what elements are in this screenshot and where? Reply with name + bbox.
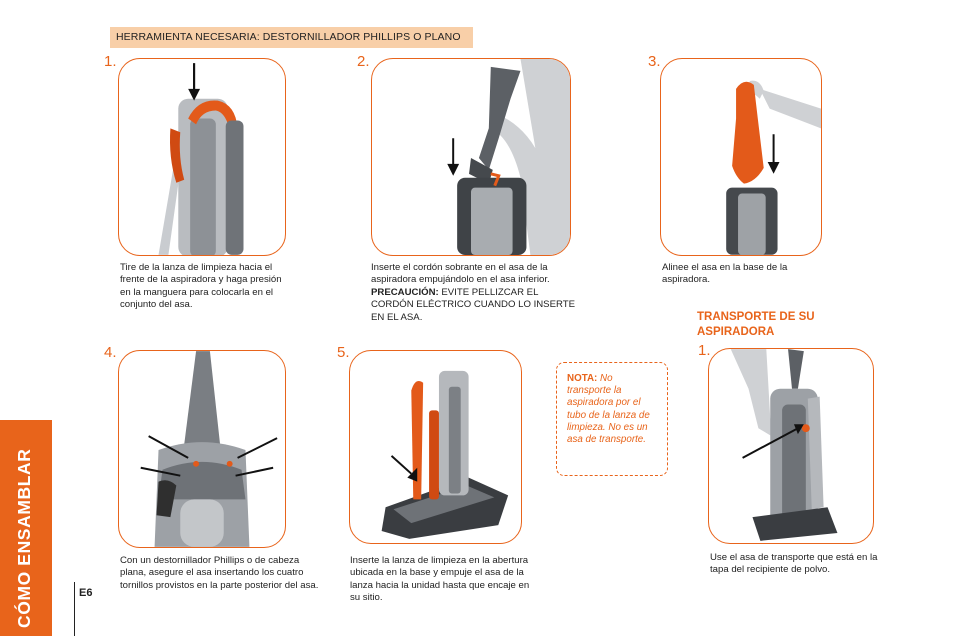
step-1-number: 1.: [104, 53, 117, 70]
step-4-caption: Con un destornillador Phillips o de cabe…: [120, 555, 319, 591]
page-number-divider: [74, 582, 75, 636]
step-1-illustration: [118, 58, 286, 256]
step-2-caution-label: PRECAUCIÓN:: [371, 286, 439, 298]
step-2-caption: Inserte el cordón sobrante en el asa de …: [371, 262, 581, 324]
transport-section-title: TRANSPORTE DE SU ASPIRADORA: [697, 311, 815, 338]
step-2-number: 2.: [357, 53, 370, 70]
step-2-caption-text: Inserte el cordón sobrante en el asa de …: [371, 262, 550, 286]
step-3-number: 3.: [648, 53, 661, 70]
vacuum-carry-handle-icon: [730, 349, 838, 541]
step-4-illustration: [118, 350, 286, 548]
vacuum-handle-cord-icon: [447, 59, 570, 255]
vacuum-screws-icon: [140, 351, 278, 547]
page-number: E6: [79, 587, 93, 599]
transport-step-1-number: 1.: [698, 342, 711, 359]
step-4-number: 4.: [104, 344, 117, 361]
transport-caption: Use el asa de transporte que está en la …: [710, 552, 878, 576]
step-5-illustration: [349, 350, 522, 544]
step-5-caption: Inserte la lanza de limpieza en la abert…: [350, 555, 530, 604]
vacuum-hose-icon: [158, 63, 244, 255]
vacuum-handle-align-icon: [726, 80, 821, 255]
section-side-tab: CÓMO ENSAMBLAR: [0, 420, 52, 636]
step-2-caution-text: EVITE PELLIZCAR EL CORDÓN ELÉCTRICO CUAN…: [371, 286, 575, 323]
required-tool-banner: HERRAMIENTA NECESARIA: DESTORNILLADOR PH…: [110, 27, 473, 48]
step-3-illustration: [660, 58, 822, 256]
step-2-illustration: [371, 58, 571, 256]
note-box: NOTA: No transporte la aspiradora por el…: [556, 362, 668, 476]
step-5-number: 5.: [337, 344, 350, 361]
vacuum-wand-insert-icon: [381, 370, 509, 539]
step-1-caption: Tire de la lanza de limpieza hacia el fr…: [120, 262, 282, 311]
side-tab-label: CÓMO ENSAMBLAR: [14, 448, 34, 628]
note-label: NOTA:: [567, 373, 598, 384]
note-text: No transporte la aspiradora por el tubo …: [567, 373, 650, 446]
transport-illustration: [708, 348, 874, 544]
step-3-caption: Alinee el asa en la base de la aspirador…: [662, 262, 788, 286]
